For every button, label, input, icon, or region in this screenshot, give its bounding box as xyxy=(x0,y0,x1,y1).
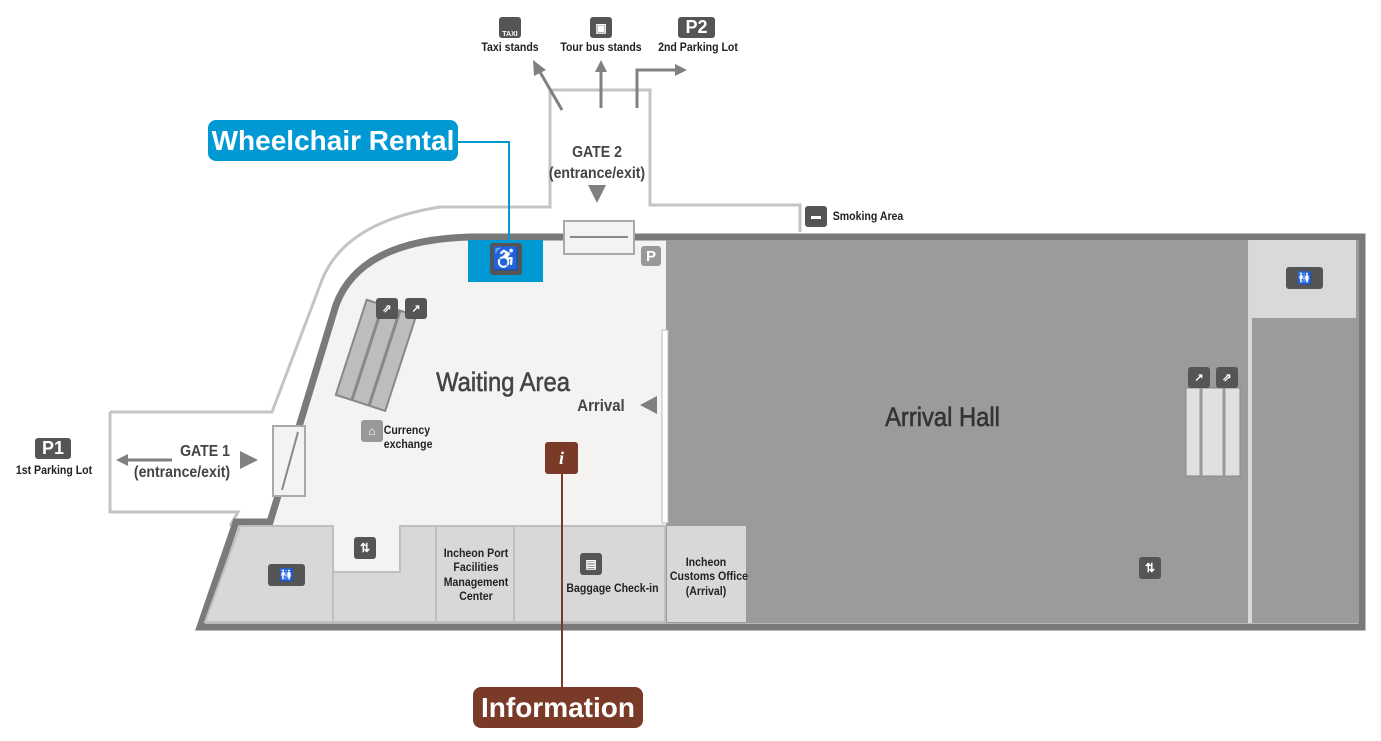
smoking-icon: ▬ xyxy=(805,206,827,227)
information-callout: Information xyxy=(473,687,643,728)
gate1-title: GATE 1 xyxy=(180,443,230,460)
parking-p2-icon: P2 xyxy=(678,17,715,38)
currency-exchange-icon: ⌂ xyxy=(361,420,383,442)
wheelchair-icon: ♿ xyxy=(490,243,522,275)
tour-bus-label: Tour bus stands xyxy=(560,40,642,54)
bus-icon: ▣ xyxy=(590,17,612,38)
parking2-label: 2nd Parking Lot xyxy=(658,40,738,54)
wheelchair-callout-line xyxy=(458,141,510,248)
gate2-subtitle: (entrance/exit) xyxy=(548,165,646,182)
outer-walkway xyxy=(110,88,802,414)
stairs-icon-right: ⇗ xyxy=(1216,367,1238,388)
parking1-label: 1st Parking Lot xyxy=(15,463,93,477)
parking-p1-icon: P1 xyxy=(35,438,71,459)
currency-exchange-label: Currency exchange xyxy=(383,423,433,452)
wheelchair-rental-callout: Wheelchair Rental xyxy=(208,120,458,161)
arrival-hall-floor xyxy=(666,240,1359,623)
taxi-icon: TAXI xyxy=(499,17,521,38)
parking-icon: P xyxy=(641,246,661,266)
smoking-area-label: Smoking Area xyxy=(832,209,904,223)
direction-arrows xyxy=(116,60,687,469)
escalator-left xyxy=(334,298,418,413)
arrival-partition xyxy=(661,329,669,524)
elevator-icon-right: ⇅ xyxy=(1139,557,1161,579)
stairs-icon: ⇗ xyxy=(376,298,398,319)
customs-room xyxy=(667,526,746,622)
gate1-subtitle: (entrance/exit) xyxy=(133,464,231,481)
elevator-icon-left: ⇅ xyxy=(354,537,376,559)
gate2-title: GATE 2 xyxy=(572,144,622,161)
restroom-icon-right: 🚻 xyxy=(1286,267,1323,289)
customs-office-label: Incheon Customs Office (Arrival) xyxy=(669,555,748,598)
restroom-icon-left: 🚻 xyxy=(268,564,305,586)
taxi-stands-label: Taxi stands xyxy=(481,40,539,54)
arrival-label: Arrival xyxy=(577,396,625,415)
baggage-icon: ▤ xyxy=(580,553,602,575)
waiting-area-label: Waiting Area xyxy=(436,367,570,398)
information-icon: i xyxy=(545,442,578,474)
escalator-icon: ↗ xyxy=(405,298,427,319)
baggage-checkin-label: Baggage Check-in xyxy=(566,581,659,595)
port-center-label: Incheon Port Facilities Management Cente… xyxy=(443,546,509,604)
arrival-hall-label: Arrival Hall xyxy=(885,402,1000,433)
escalator-right xyxy=(1185,387,1241,477)
escalator-icon-right: ↗ xyxy=(1188,367,1210,388)
